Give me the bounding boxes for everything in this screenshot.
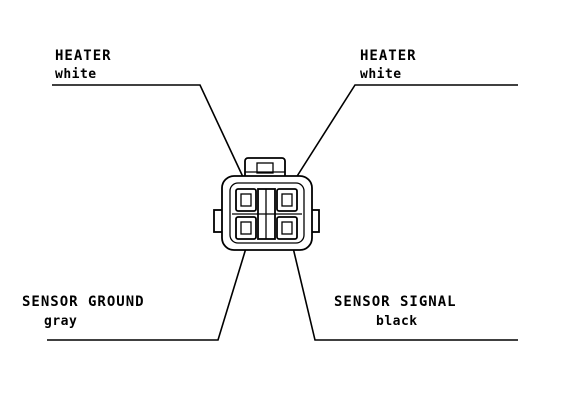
leader-line-sensor-ground bbox=[47, 234, 251, 341]
pin-cavity-sensor-ground bbox=[235, 216, 257, 240]
leader-line-heater-right bbox=[286, 84, 518, 193]
connector-inner-wall bbox=[229, 182, 305, 244]
leader-line-sensor-signal bbox=[289, 234, 518, 341]
sensor-ground-name: SENSOR GROUND bbox=[22, 294, 145, 310]
heater-right-name: HEATER bbox=[360, 48, 417, 64]
heater-left-color: white bbox=[55, 67, 97, 82]
label-heater-left: HEATER white bbox=[55, 48, 112, 82]
pin-cavity-heater-left bbox=[235, 188, 257, 212]
sensor-ground-color: gray bbox=[44, 314, 77, 329]
heater-right-color: white bbox=[360, 67, 402, 82]
pin-cavity-sensor-signal bbox=[276, 216, 298, 240]
sensor-signal-color: black bbox=[376, 314, 418, 329]
locking-latch bbox=[244, 157, 286, 181]
heater-left-name: HEATER bbox=[55, 48, 112, 64]
label-heater-right: HEATER white bbox=[360, 48, 417, 82]
pin-cavity-heater-right bbox=[276, 188, 298, 212]
connector bbox=[213, 157, 320, 251]
label-sensor-ground: SENSOR GROUND gray bbox=[22, 294, 145, 329]
label-sensor-signal: SENSOR SIGNAL black bbox=[334, 294, 457, 329]
sensor-signal-name: SENSOR SIGNAL bbox=[334, 294, 457, 310]
leader-line-heater-left bbox=[52, 84, 251, 193]
